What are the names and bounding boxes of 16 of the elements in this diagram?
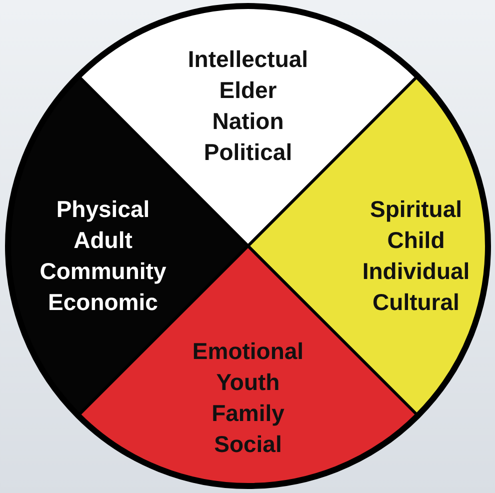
quadrant-label: Spiritual: [370, 195, 462, 224]
quadrant-label: Social: [214, 430, 282, 459]
quadrant-label: Emotional: [192, 337, 304, 366]
quadrant-label: Youth: [216, 368, 280, 397]
quadrant-label: Individual: [362, 257, 470, 286]
quadrant-label: Child: [387, 226, 445, 255]
quadrant-label: Adult: [74, 226, 132, 255]
quadrant-label: Economic: [48, 288, 158, 317]
quadrant-label: Elder: [219, 76, 277, 105]
quadrant-label: Physical: [56, 195, 150, 224]
quadrant-label: Nation: [212, 107, 284, 136]
quadrant-label: Political: [204, 138, 292, 167]
quadrant-label: Community: [40, 257, 166, 286]
quadrant-label: Cultural: [372, 288, 460, 317]
quadrant-label: Intellectual: [188, 45, 308, 74]
quadrant-label: Family: [212, 399, 284, 428]
